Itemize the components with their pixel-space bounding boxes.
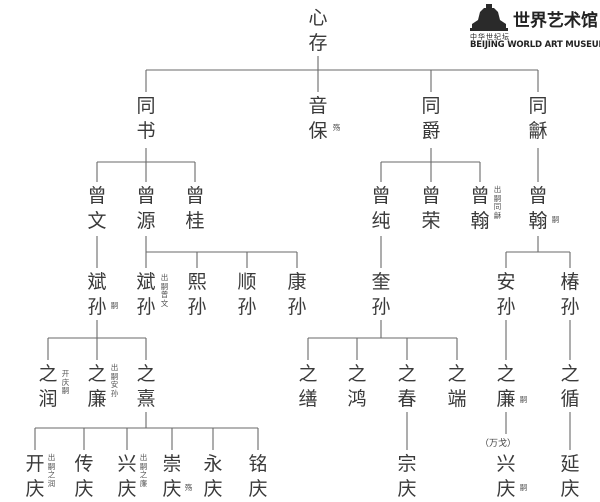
note-gen6-0: 出嗣之润 xyxy=(47,453,56,488)
note-gen6-2: 出嗣之廉 xyxy=(139,453,148,488)
person-gen5-2: 之熹 xyxy=(134,362,158,412)
person-gen3-0: 曾文 xyxy=(85,184,109,234)
person-gen5-3: 之缮 xyxy=(296,362,320,412)
person-gen6-8: 延庆 xyxy=(558,452,582,502)
person-gen3-5: 曾翰 xyxy=(468,184,492,234)
person-gen4-4: 康孙 xyxy=(285,270,309,320)
person-gen4-7: 椿孙 xyxy=(558,270,582,320)
note-gen5-0: 开庆嗣 xyxy=(61,369,70,396)
person-name: 心存 xyxy=(308,7,328,54)
note-gen5-1: 出嗣安孙 xyxy=(110,363,119,398)
person-gen4-2: 熙孙 xyxy=(185,270,209,320)
person-gen2-0: 同书 xyxy=(134,94,158,144)
person-gen5-1: 之廉 xyxy=(85,362,109,412)
person-gen3-3: 曾纯 xyxy=(369,184,393,234)
logo-en: BEIJING WORLD ART MUSEUM xyxy=(470,40,600,50)
note-gen6-7: 嗣 xyxy=(519,483,528,493)
note-gen2-1: 殇 xyxy=(332,123,341,133)
person-gen6-6: 宗庆 xyxy=(395,452,419,502)
person-gen6-1: 传庆 xyxy=(72,452,96,502)
museum-building-icon xyxy=(470,4,508,31)
person-gen3-2: 曾桂 xyxy=(183,184,207,234)
person-gen2-2: 同爵 xyxy=(419,94,443,144)
note-gen6-3: 殇 xyxy=(184,483,193,493)
person-gen6-3: 崇庆 xyxy=(160,452,184,502)
person-root: 心存 xyxy=(306,6,330,56)
person-gen2-3: 同龢 xyxy=(526,94,550,144)
person-gen4-6: 安孙 xyxy=(494,270,518,320)
person-gen3-6: 曾翰 xyxy=(526,184,550,234)
note-gen5-7: 嗣 xyxy=(519,395,528,405)
note-gen3-6: 嗣 xyxy=(551,215,560,225)
person-gen3-4: 曾荣 xyxy=(419,184,443,234)
note-gen6-7-extra: （万戈） xyxy=(480,436,517,449)
logo-cn-big: 世界艺术馆 xyxy=(513,11,598,31)
logo-cn-small: 中华世纪坛 xyxy=(470,33,510,41)
person-gen6-0: 开庆 xyxy=(23,452,47,502)
note-gen4-1: 出嗣曾文 xyxy=(160,273,169,308)
person-gen6-4: 永庆 xyxy=(201,452,225,502)
person-gen4-3: 顺孙 xyxy=(235,270,259,320)
note-gen4-0: 嗣 xyxy=(110,301,119,311)
person-gen3-1: 曾源 xyxy=(134,184,158,234)
person-gen5-4: 之鸿 xyxy=(345,362,369,412)
note-gen3-5: 出嗣同龢 xyxy=(493,185,502,220)
person-gen5-8: 之循 xyxy=(558,362,582,412)
person-gen5-5: 之春 xyxy=(395,362,419,412)
person-gen5-7: 之廉 xyxy=(494,362,518,412)
person-gen4-5: 奎孙 xyxy=(369,270,393,320)
person-gen6-2: 兴庆 xyxy=(115,452,139,502)
person-gen5-0: 之润 xyxy=(36,362,60,412)
person-gen6-5: 铭庆 xyxy=(246,452,270,502)
person-gen2-1: 音保 xyxy=(306,94,330,144)
museum-logo: 中华世纪坛 世界艺术馆 BEIJING WORLD ART MUSEUM xyxy=(466,2,600,50)
person-gen5-6: 之端 xyxy=(445,362,469,412)
person-gen6-7: 兴庆 xyxy=(494,452,518,502)
person-gen4-0: 斌孙 xyxy=(85,270,109,320)
person-gen4-1: 斌孙 xyxy=(134,270,158,320)
